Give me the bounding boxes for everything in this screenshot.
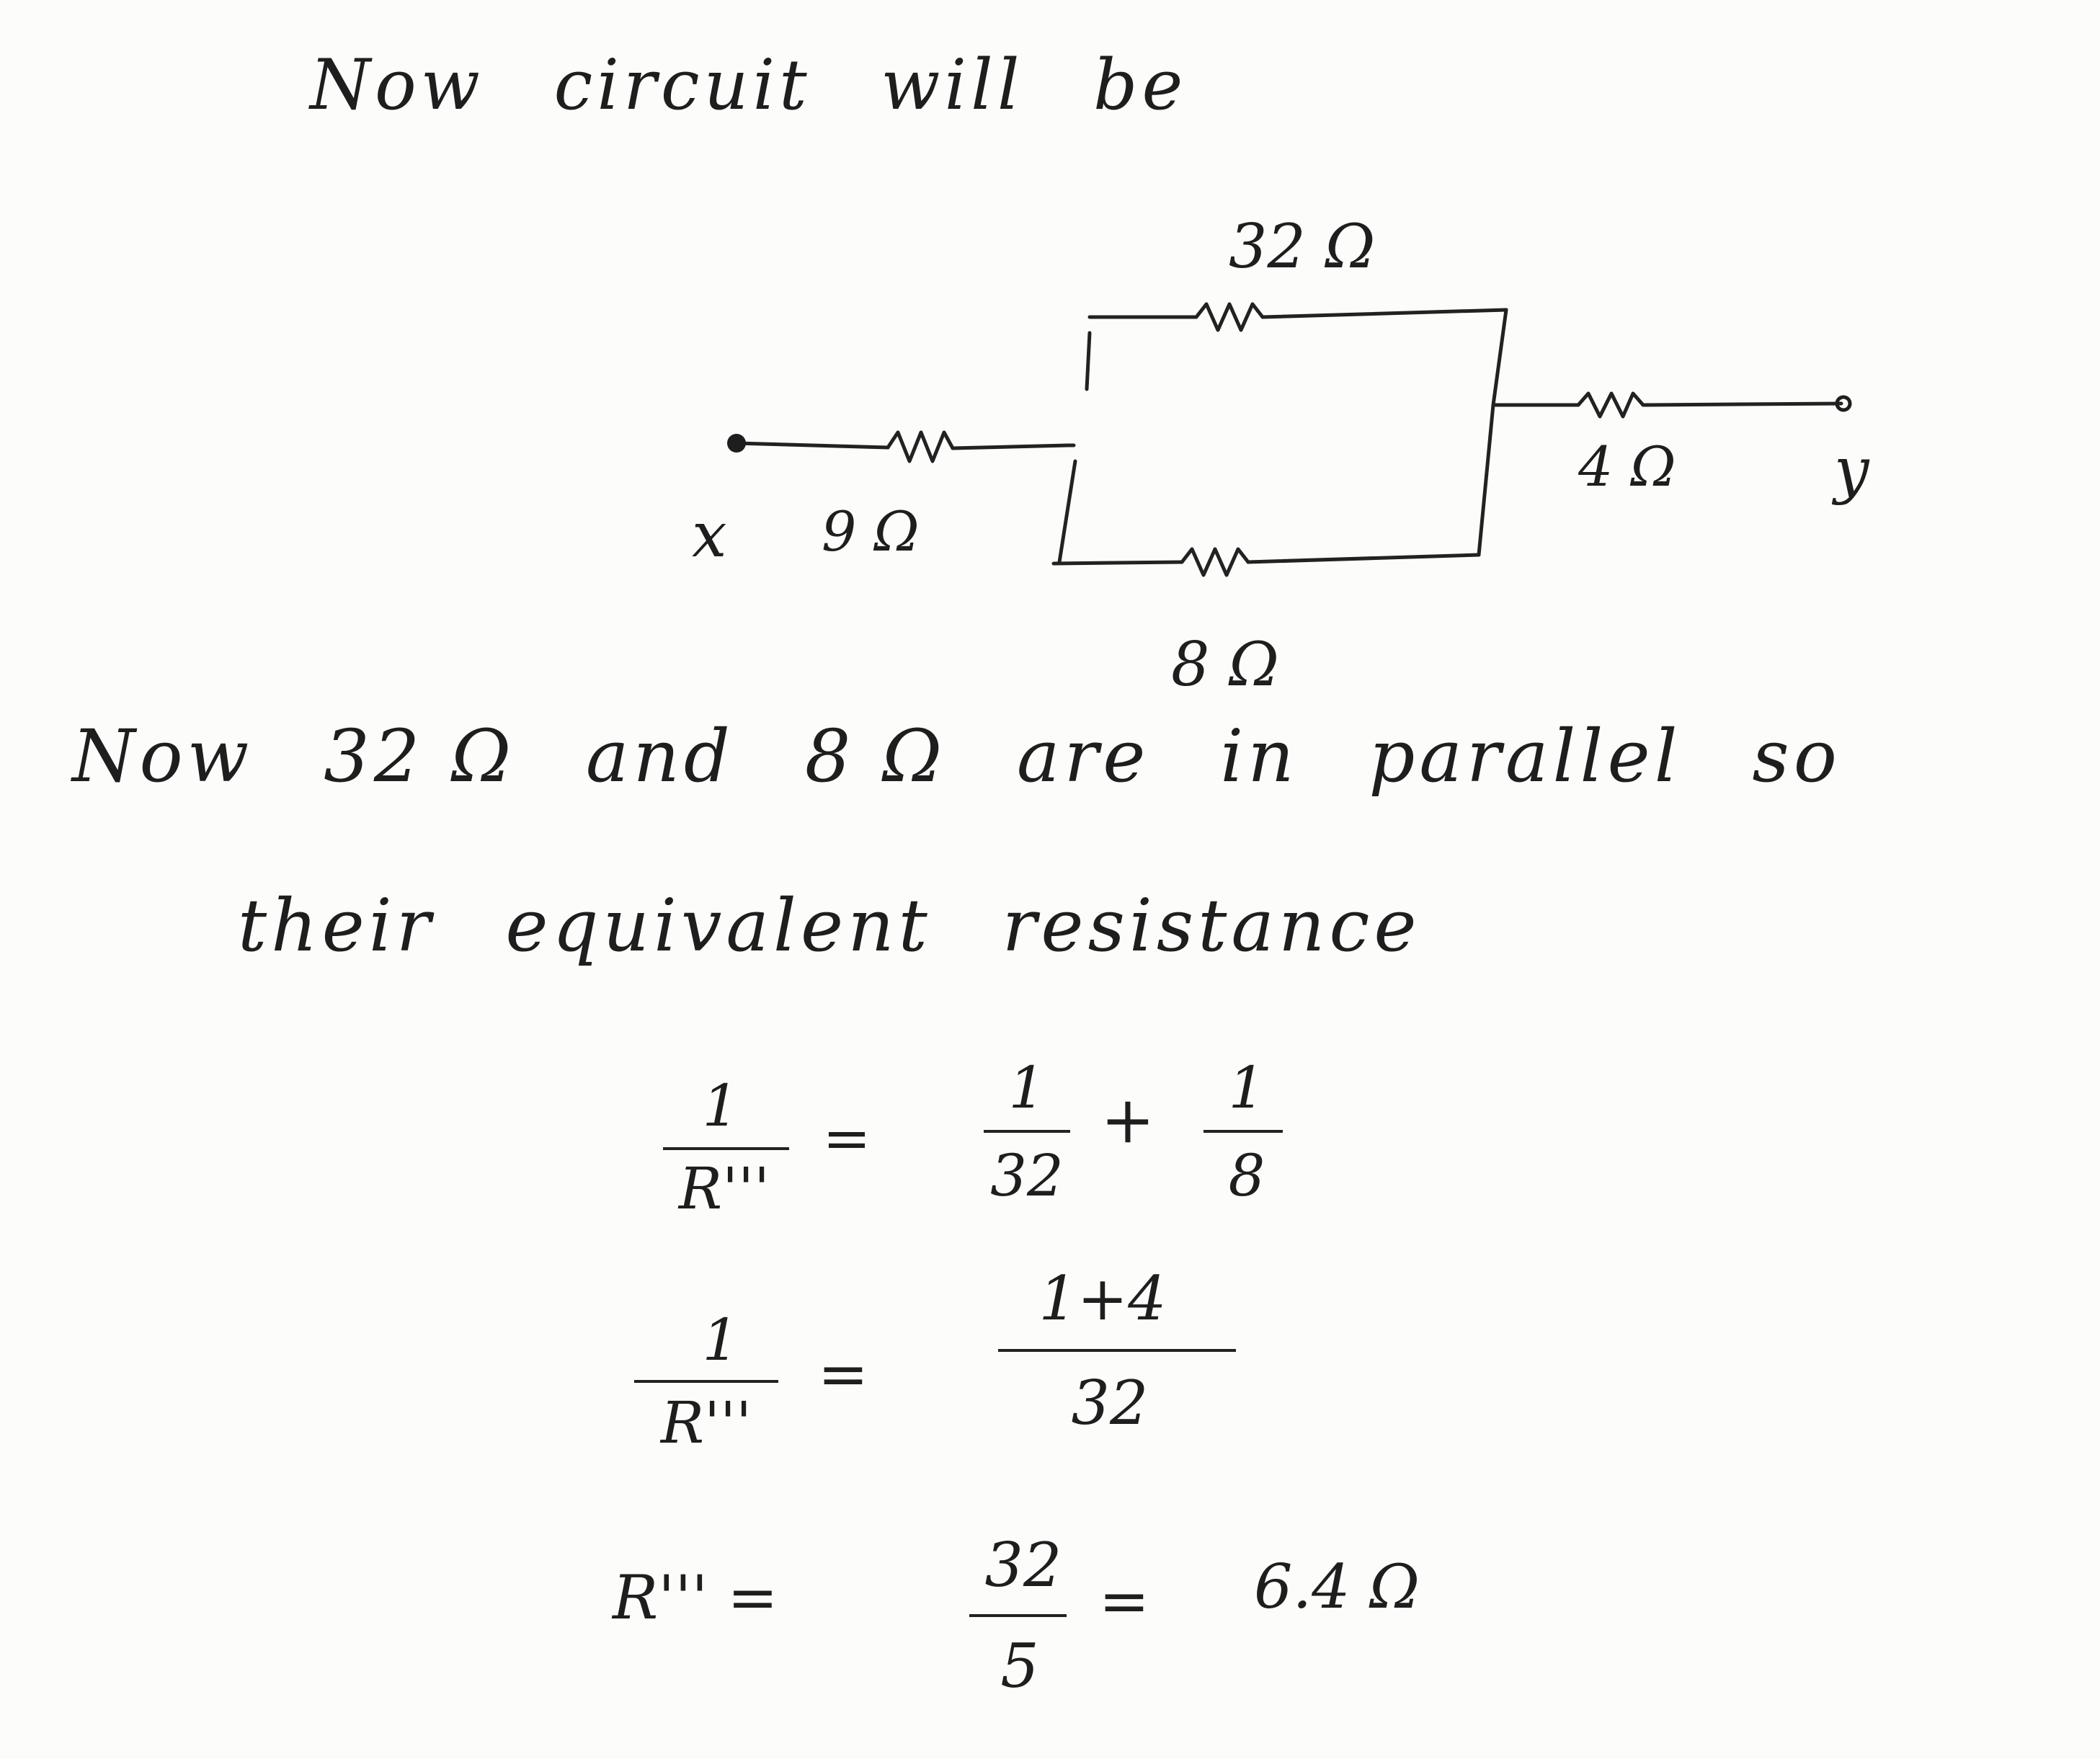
- explanation-word-7: parallel: [1369, 714, 1682, 798]
- eq2-rhs-denominator: 32: [1071, 1368, 1149, 1438]
- wire-bottom-right: [1246, 553, 1481, 564]
- terminal-x-dot: [727, 434, 746, 453]
- label-4-ohm: 4 Ω: [1578, 435, 1676, 499]
- eq1-term2-denominator: 8: [1228, 1142, 1265, 1209]
- eq1-plus: +: [1100, 1082, 1155, 1158]
- eq2-equals: =: [817, 1339, 869, 1410]
- eq1-equals: =: [822, 1105, 871, 1172]
- explanation-line-2: their equivalent resistance: [238, 890, 1464, 962]
- eq1-term1-denominator: 32: [990, 1142, 1064, 1209]
- label-node-y: y: [1834, 435, 1869, 507]
- explanation-word-5: are: [1016, 714, 1150, 798]
- explanation-word-6: in: [1220, 714, 1299, 798]
- eq3-rhs-denominator: 5: [1000, 1631, 1039, 1701]
- explanation-word-2: 32 Ω: [324, 714, 516, 798]
- wire-to-y: [1641, 401, 1843, 407]
- eq1-lhs-denominator: R''': [678, 1155, 770, 1222]
- eq3-rhs-bar: [969, 1614, 1067, 1617]
- label-9-ohm: 9 Ω: [822, 499, 920, 564]
- resistor-8-ohm: [1180, 547, 1250, 577]
- eq2-lhs-numerator: 1: [702, 1306, 739, 1373]
- resistor-9-ohm: [886, 430, 955, 463]
- explanation-word-4: 8 Ω: [804, 714, 947, 798]
- eq2-rhs-bar: [998, 1349, 1236, 1352]
- wire-bottom-left: [1051, 560, 1184, 566]
- explanation-line-1: Now 32 Ω and 8 Ω are in parallel so: [72, 721, 1841, 793]
- eq1-term2-bar: [1204, 1130, 1283, 1133]
- heading-word-circuit: circuit: [553, 45, 811, 125]
- heading-word-will: will: [881, 45, 1024, 125]
- eq1-lhs-numerator: 1: [702, 1072, 739, 1139]
- explanation-word-11: resistance: [1002, 883, 1421, 968]
- wire-top-right: [1260, 308, 1508, 319]
- explanation-word-3: and: [585, 714, 734, 798]
- terminal-y-dot: [1835, 395, 1852, 412]
- eq2-rhs-numerator: 1+4: [1038, 1263, 1167, 1334]
- wire-right-vertical: [1477, 308, 1508, 557]
- label-node-x: x: [692, 499, 727, 571]
- wire-left-vertical: [1057, 331, 1092, 564]
- eq1-lhs-bar: [663, 1147, 789, 1150]
- explanation-word-8: so: [1752, 714, 1841, 798]
- label-8-ohm: 8 Ω: [1171, 629, 1279, 700]
- wire-left-to-junction: [951, 443, 1070, 450]
- explanation-word-9: their: [238, 883, 435, 968]
- eq1-term1-numerator: 1: [1008, 1054, 1046, 1121]
- resistor-4-ohm: [1576, 391, 1645, 419]
- resistor-32-ohm: [1194, 302, 1265, 332]
- eq3-equals: =: [1098, 1566, 1150, 1636]
- wire-left: [734, 441, 890, 450]
- eq1-term2-numerator: 1: [1228, 1054, 1265, 1121]
- eq3-lhs: R''' =: [613, 1562, 778, 1633]
- eq3-result: 6.4 Ω: [1254, 1551, 1420, 1622]
- eq1-term1-bar: [984, 1130, 1070, 1133]
- heading-word-be: be: [1093, 45, 1188, 125]
- eq2-lhs-bar: [634, 1380, 778, 1383]
- label-32-ohm: 32 Ω: [1229, 211, 1376, 282]
- heading-line: Now circuit will be: [310, 50, 1230, 120]
- explanation-word-1: Now: [72, 714, 254, 798]
- eq2-lhs-denominator: R''': [660, 1389, 752, 1456]
- eq3-rhs-numerator: 32: [984, 1530, 1062, 1600]
- heading-word-now: Now: [310, 45, 484, 125]
- explanation-word-10: equivalent: [505, 883, 932, 968]
